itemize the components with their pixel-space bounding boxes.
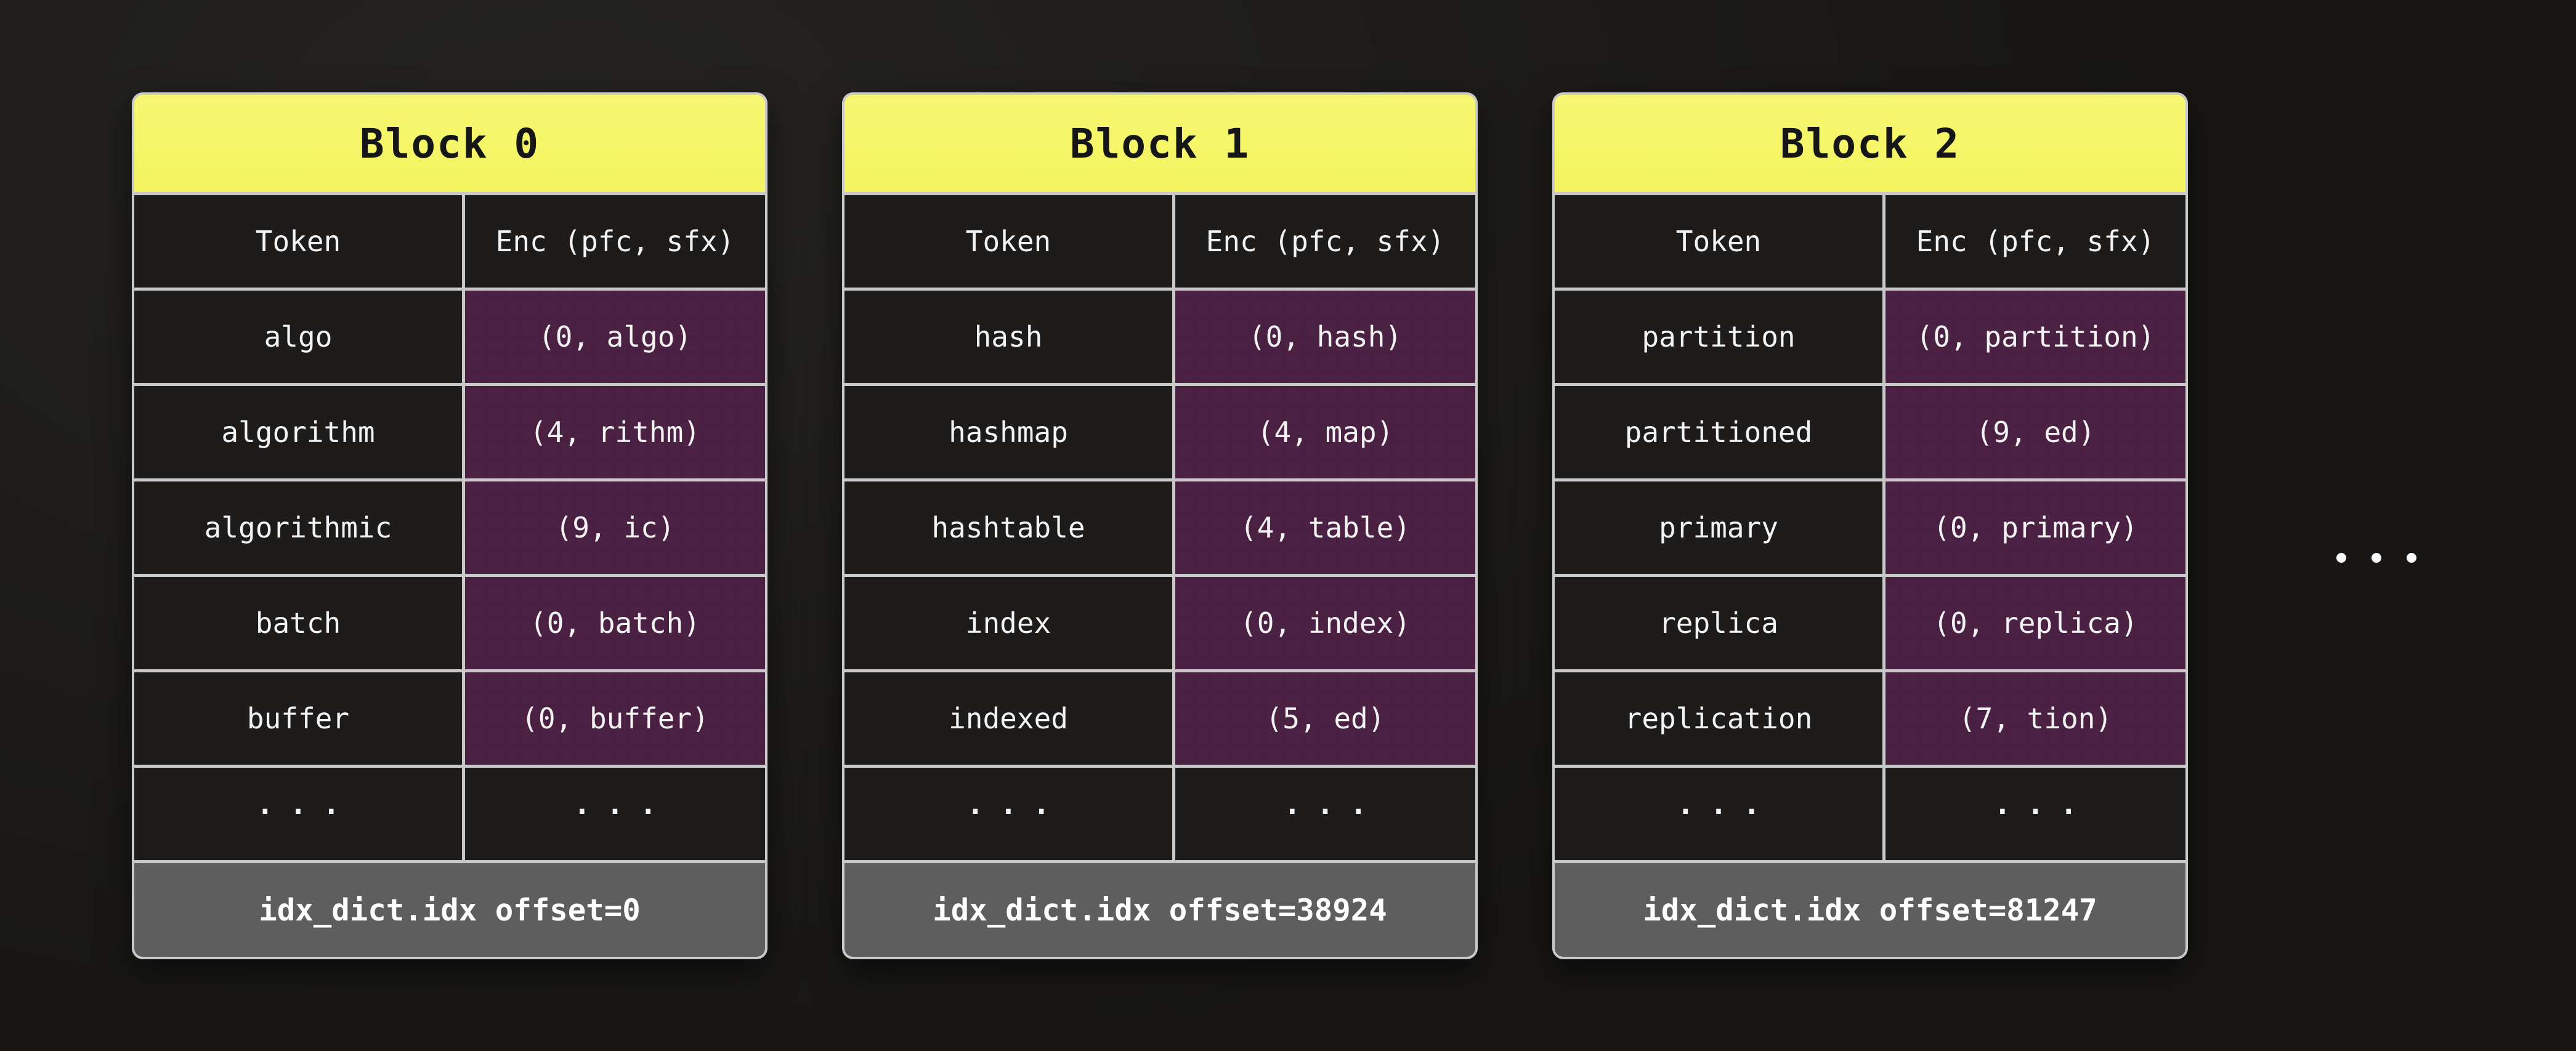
- enc-cell: (4, table): [1175, 481, 1475, 574]
- token-cell: algorithmic: [134, 481, 462, 574]
- block-1-column-header-enc: Enc (pfc, sfx): [1175, 195, 1475, 288]
- enc-cell: (0, buffer): [465, 672, 765, 765]
- block-2-column-header-enc: Enc (pfc, sfx): [1885, 195, 2185, 288]
- ellipsis-row-token-cell: ...: [1555, 768, 1882, 860]
- enc-cell: (4, rithm): [465, 386, 765, 478]
- ellipsis-dot: [2336, 553, 2346, 563]
- token-cell: algorithm: [134, 386, 462, 478]
- block-0-column-header-enc: Enc (pfc, sfx): [465, 195, 765, 288]
- block-2-title: Block 2: [1555, 95, 2185, 192]
- block-0-footer-offset: idx_dict.idx offset=0: [134, 863, 765, 957]
- token-cell: hashtable: [844, 481, 1172, 574]
- token-cell: hashmap: [844, 386, 1172, 478]
- more-blocks-ellipsis-icon: [2336, 553, 2416, 563]
- enc-cell: (7, tion): [1885, 672, 2185, 765]
- block-0-column-header-token: Token: [134, 195, 462, 288]
- token-cell: batch: [134, 577, 462, 669]
- enc-cell: (0, primary): [1885, 481, 2185, 574]
- enc-cell: (4, map): [1175, 386, 1475, 478]
- token-cell: indexed: [844, 672, 1172, 765]
- enc-cell: (0, batch): [465, 577, 765, 669]
- block-2: Block 2 Token Enc (pfc, sfx) partition (…: [1552, 92, 2188, 959]
- ellipsis-row-token-cell: ...: [844, 768, 1172, 860]
- token-cell: replication: [1555, 672, 1882, 765]
- block-1-footer-offset: idx_dict.idx offset=38924: [844, 863, 1475, 957]
- block-1: Block 1 Token Enc (pfc, sfx) hash (0, ha…: [842, 92, 1478, 959]
- ellipsis-dot: [2371, 553, 2381, 563]
- ellipsis-dot: [2407, 553, 2416, 563]
- token-cell: partitioned: [1555, 386, 1882, 478]
- block-0: Block 0 Token Enc (pfc, sfx) algo (0, al…: [132, 92, 768, 959]
- token-cell: primary: [1555, 481, 1882, 574]
- enc-cell: (9, ic): [465, 481, 765, 574]
- token-cell: hash: [844, 291, 1172, 383]
- ellipsis-row-enc-cell: ...: [465, 768, 765, 860]
- enc-cell: (9, ed): [1885, 386, 2185, 478]
- ellipsis-row-token-cell: ...: [134, 768, 462, 860]
- block-0-title: Block 0: [134, 95, 765, 192]
- ellipsis-row-enc-cell: ...: [1175, 768, 1475, 860]
- token-cell: index: [844, 577, 1172, 669]
- token-cell: buffer: [134, 672, 462, 765]
- enc-cell: (0, algo): [465, 291, 765, 383]
- ellipsis-row-enc-cell: ...: [1885, 768, 2185, 860]
- block-2-footer-offset: idx_dict.idx offset=81247: [1555, 863, 2185, 957]
- enc-cell: (5, ed): [1175, 672, 1475, 765]
- block-1-title: Block 1: [844, 95, 1475, 192]
- token-cell: replica: [1555, 577, 1882, 669]
- block-2-column-header-token: Token: [1555, 195, 1882, 288]
- enc-cell: (0, hash): [1175, 291, 1475, 383]
- enc-cell: (0, index): [1175, 577, 1475, 669]
- enc-cell: (0, partition): [1885, 291, 2185, 383]
- blocks-row: Block 0 Token Enc (pfc, sfx) algo (0, al…: [132, 92, 2188, 959]
- block-1-column-header-token: Token: [844, 195, 1172, 288]
- enc-cell: (0, replica): [1885, 577, 2185, 669]
- token-cell: algo: [134, 291, 462, 383]
- token-cell: partition: [1555, 291, 1882, 383]
